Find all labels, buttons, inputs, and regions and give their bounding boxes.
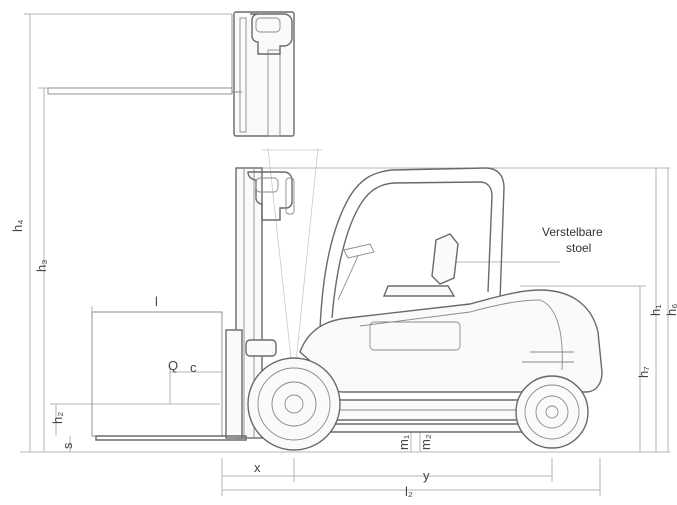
annotation-line2: stoel <box>566 241 591 255</box>
annotation-line1: Verstelbare <box>542 225 603 239</box>
front-wheel <box>247 357 341 451</box>
rear-wheel <box>515 375 589 449</box>
label-h7: h₇ <box>636 366 651 378</box>
label-h4: h₄ <box>10 219 25 232</box>
label-c: c <box>190 360 197 375</box>
label-m1: m₁ <box>396 434 411 450</box>
label-y: y <box>423 468 430 483</box>
label-q: Q <box>168 358 178 373</box>
label-l2: l₂ <box>405 484 413 499</box>
dimension-lines <box>20 13 670 496</box>
label-h1: h₁ <box>648 304 663 316</box>
truck-body <box>299 167 603 433</box>
label-m2: m₂ <box>418 434 433 450</box>
label-h2: h₂ <box>50 412 65 424</box>
label-h3: h₃ <box>34 259 49 272</box>
label-x: x <box>254 460 261 475</box>
load-outline <box>47 87 233 437</box>
dimension-labels: h₄ h₃ h₂ s l Q c x y l₂ m₁ m₂ h₇ h₁ h₆ <box>10 219 677 499</box>
label-l: l <box>155 294 158 309</box>
seat-annotation: Verstelbare stoel <box>542 225 603 255</box>
raised-fork-carriage <box>231 11 295 137</box>
label-h6: h₆ <box>664 304 677 316</box>
label-s: s <box>60 442 75 449</box>
